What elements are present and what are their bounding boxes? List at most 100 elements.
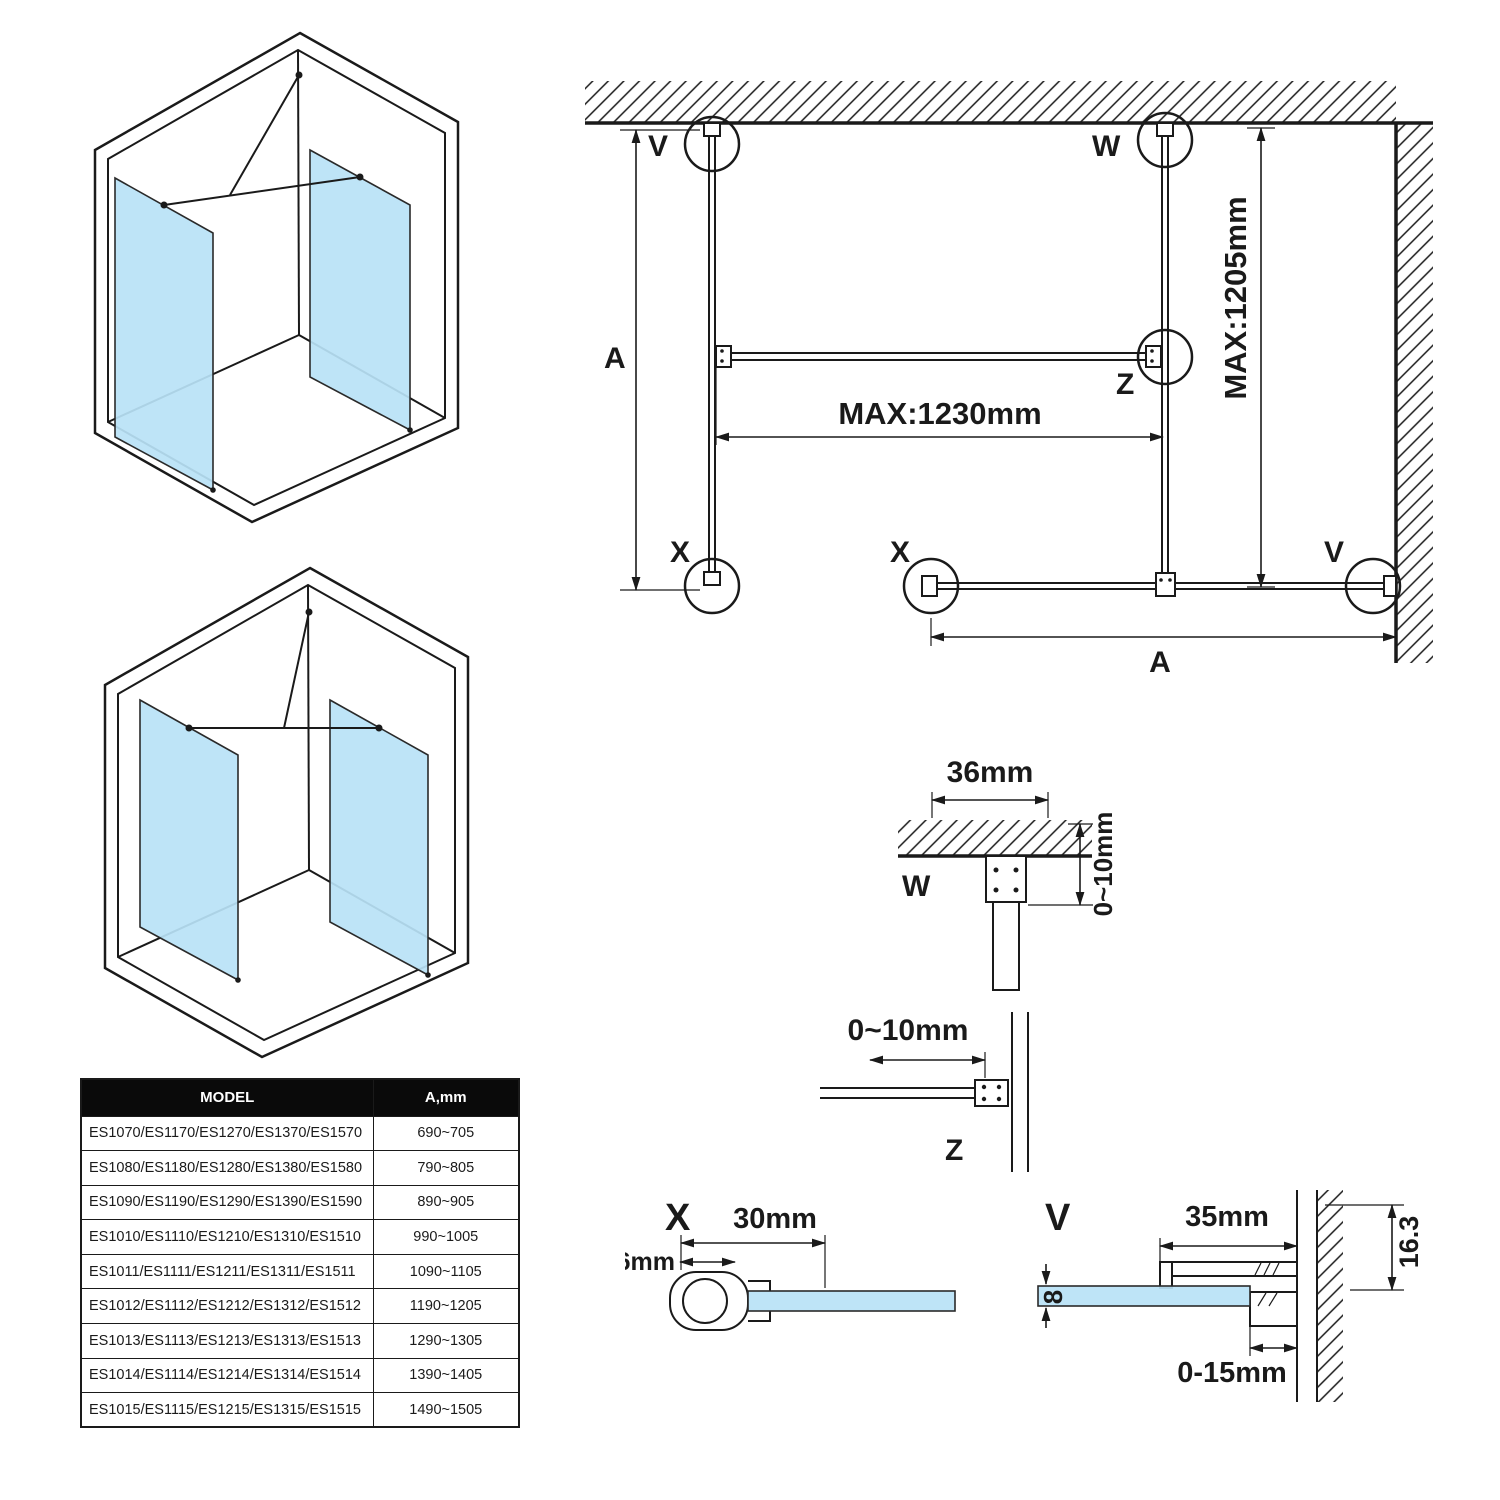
table-header-a: A,mm [372, 1078, 520, 1117]
a-value-cell: 790~805 [372, 1150, 520, 1186]
detail-w-width-dim [931, 792, 1049, 818]
glass-panel-right [329, 698, 429, 977]
detail-v-width-text: 35mm [1185, 1201, 1269, 1233]
ceiling-wall [585, 81, 1433, 125]
callout-circle-x-left [683, 557, 741, 615]
callout-circle-z [1136, 328, 1194, 386]
a-value-cell: 1090~1105 [372, 1253, 520, 1290]
table-header-model: MODEL [80, 1078, 374, 1117]
detail-w-ceiling [898, 820, 1092, 858]
detail-z-label: Z [945, 1134, 963, 1167]
bottom-glass-edge [921, 572, 1397, 597]
a-value-cell: 1190~1205 [372, 1288, 520, 1325]
detail-v-profile [1159, 1261, 1298, 1327]
glass-panel-right [309, 148, 411, 432]
plan-label-z: Z [1116, 368, 1134, 401]
support-bar [715, 345, 1162, 368]
a-value-cell: 1290~1305 [372, 1323, 520, 1359]
detail-w: 36mm W 0~10mm [898, 756, 1118, 991]
detail-v-depth-dim [1325, 1204, 1404, 1291]
detail-x-label: X [665, 1197, 691, 1239]
model-cell: ES1013/ES1113/ES1213/ES1313/ES1513 [80, 1323, 374, 1359]
glass-panel-left [114, 176, 214, 492]
plan-label-x-bottom: X [890, 536, 910, 569]
model-cell: ES1010/ES1110/ES1210/ES1310/ES1510 [80, 1219, 374, 1255]
a-value-cell: 890~905 [372, 1184, 520, 1221]
dim-max-width-text: MAX:1230mm [838, 396, 1041, 431]
glass-panel-left [139, 698, 239, 982]
a-value-cell: 1390~1405 [372, 1357, 520, 1394]
dim-max-height-text: MAX:1205mm [1218, 196, 1253, 399]
detail-z-bar [820, 1079, 1009, 1107]
detail-w-bracket [985, 855, 1027, 991]
detail-z-gap-text: 0~10mm [848, 1014, 969, 1047]
detail-z: 0~10mm Z [820, 1012, 1029, 1172]
plan-label-w: W [1092, 130, 1121, 163]
callout-circle-x-bottom [902, 557, 960, 615]
detail-x: X 30mm 16mm [625, 1197, 956, 1331]
floor-anchor-dot [425, 972, 431, 978]
plan-label-v-right: V [1324, 536, 1344, 569]
a-value-cell: 1490~1505 [372, 1392, 520, 1428]
support-bars [185, 608, 383, 732]
plan-label-x-left: X [670, 536, 690, 569]
model-cell: ES1011/ES1111/ES1211/ES1311/ES1511 [80, 1253, 374, 1290]
model-cell: ES1080/ES1180/ES1280/ES1380/ES1580 [80, 1150, 374, 1186]
model-table: MODEL A,mm ES1070/ES1170/ES1270/ES1370/E… [80, 1078, 520, 1429]
detail-w-width-text: 36mm [947, 756, 1034, 789]
dim-a-left-text: A [604, 342, 626, 375]
isometric-view-top [93, 31, 460, 524]
detail-v-width-dim [1159, 1238, 1298, 1262]
detail-v: V 35mm 16.3 [1037, 1190, 1424, 1402]
table-header-row: MODEL A,mm [80, 1078, 520, 1117]
callout-circle-v-right [1344, 557, 1402, 615]
dim-max-width [715, 366, 1164, 445]
floor-anchor-dot [235, 977, 241, 983]
right-glass-edge [1156, 122, 1174, 583]
dim-max-height [1247, 127, 1275, 588]
floor-anchor-dot [407, 427, 413, 433]
dim-a-left [620, 129, 700, 591]
model-cell: ES1090/ES1190/ES1290/ES1390/ES1590 [80, 1184, 374, 1221]
a-value-cell: 690~705 [372, 1115, 520, 1152]
callout-circle-w [1136, 111, 1194, 169]
detail-z-wall [1011, 1012, 1029, 1172]
model-cell: ES1015/ES1115/ES1215/ES1315/ES1515 [80, 1392, 374, 1428]
isometric-view-bottom [103, 566, 470, 1059]
detail-v-wall [1296, 1190, 1343, 1402]
dim-a-bottom [930, 618, 1397, 646]
detail-w-gap-text: 0~10mm [1088, 812, 1118, 917]
model-cell: ES1012/ES1112/ES1212/ES1312/ES1512 [80, 1288, 374, 1325]
detail-v-adjust-dim [1249, 1326, 1298, 1356]
detail-w-label: W [902, 870, 931, 903]
detail-v-glass-text: 8 [1038, 1290, 1068, 1304]
callout-circle-v-top [683, 115, 741, 173]
detail-v-adjust-text: 0-15mm [1177, 1357, 1287, 1389]
detail-z-gap-dim [869, 1052, 986, 1078]
dim-a-bottom-text: A [1149, 646, 1171, 679]
plan-label-v-top: V [648, 130, 668, 163]
detail-v-depth-text: 16.3 [1394, 1216, 1424, 1269]
detail-x-glass [747, 1290, 956, 1312]
detail-x-offset-text: 16mm [625, 1248, 675, 1276]
detail-w-gap-dim [1028, 823, 1093, 906]
support-bars [160, 71, 364, 209]
detail-v-label: V [1045, 1197, 1071, 1239]
detail-x-width-text: 30mm [733, 1203, 817, 1235]
model-cell: ES1070/ES1170/ES1270/ES1370/ES1570 [80, 1115, 374, 1152]
plan-view-drawing: V A Z MAX:1230mm [585, 81, 1433, 679]
detail-v-glass [1037, 1285, 1251, 1307]
a-value-cell: 990~1005 [372, 1219, 520, 1255]
model-cell: ES1014/ES1114/ES1214/ES1314/ES1514 [80, 1357, 374, 1394]
right-wall [1394, 123, 1433, 663]
